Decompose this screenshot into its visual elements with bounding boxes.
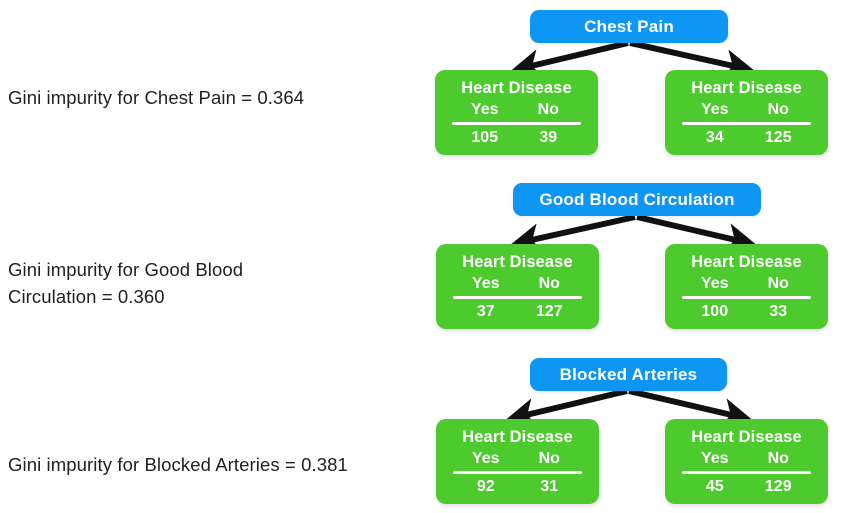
arrow-good-blood-circulation-left: [510, 214, 636, 253]
leaf-title: Heart Disease: [462, 428, 573, 446]
root-node-label: Blocked Arteries: [559, 364, 698, 384]
leaf-title: Heart Disease: [462, 253, 573, 271]
leaf-title: Heart Disease: [691, 253, 802, 271]
leaf-header-yes: Yes: [700, 275, 729, 292]
leaf-header-no: No: [767, 275, 789, 292]
leaf-node-chest-pain-left[interactable]: Heart Disease Yes No 105 39: [435, 70, 598, 155]
root-node-good-blood-circulation[interactable]: Good Blood Circulation: [513, 183, 761, 216]
arrow-chest-pain-right: [629, 40, 755, 79]
leaf-value-yes: 34: [705, 129, 724, 146]
leaf-node-blocked-arteries-right[interactable]: Heart Disease Yes No 45 129: [665, 419, 828, 504]
leaf-value-row: 100 33: [677, 301, 816, 323]
arrow-blocked-arteries-left: [505, 388, 628, 428]
leaf-value-no: 125: [764, 129, 792, 146]
leaf-value-row: 34 125: [677, 127, 816, 149]
leaf-header-yes: Yes: [700, 101, 729, 118]
gini-caption-blocked-arteries: Gini impurity for Blocked Arteries = 0.3…: [8, 454, 348, 475]
leaf-header-no: No: [538, 275, 560, 292]
gini-caption-good-blood-circulation: Gini impurity for Good Blood Circulation…: [8, 259, 244, 307]
root-node-label: Good Blood Circulation: [539, 189, 735, 209]
gini-caption-chest-pain: Gini impurity for Chest Pain = 0.364: [8, 87, 305, 108]
leaf-header-no: No: [767, 101, 789, 118]
leaf-divider: [682, 471, 811, 474]
leaf-header-no: No: [538, 450, 560, 467]
leaf-title: Heart Disease: [461, 79, 572, 97]
leaf-node-good-blood-circulation-left[interactable]: Heart Disease Yes No 37 127: [436, 244, 599, 329]
root-node-blocked-arteries[interactable]: Blocked Arteries: [530, 358, 727, 391]
leaf-header-row: Yes No: [677, 448, 816, 469]
leaf-value-row: 45 129: [677, 476, 816, 498]
leaf-value-yes: 92: [476, 478, 495, 495]
leaf-value-yes: 100: [701, 303, 729, 320]
arrow-good-blood-circulation-right: [636, 214, 757, 253]
leaf-header-yes: Yes: [471, 450, 500, 467]
leaf-divider: [452, 122, 581, 125]
leaf-value-row: 105 39: [447, 127, 586, 149]
leaf-value-no: 39: [539, 129, 558, 146]
leaf-value-yes: 105: [471, 129, 499, 146]
leaf-header-yes: Yes: [700, 450, 729, 467]
leaf-header-yes: Yes: [471, 275, 500, 292]
leaf-header-row: Yes No: [677, 273, 816, 294]
leaf-header-row: Yes No: [677, 99, 816, 120]
leaf-value-no: 33: [769, 303, 788, 320]
arrow-blocked-arteries-right: [628, 388, 753, 428]
leaf-header-row: Yes No: [448, 273, 587, 294]
root-node-label: Chest Pain: [584, 16, 674, 36]
leaf-title: Heart Disease: [691, 428, 802, 446]
leaf-divider: [453, 296, 582, 299]
leaf-header-yes: Yes: [470, 101, 499, 118]
leaf-header-row: Yes No: [448, 448, 587, 469]
leaf-divider: [453, 471, 582, 474]
leaf-header-no: No: [537, 101, 559, 118]
leaf-divider: [682, 296, 811, 299]
leaf-divider: [682, 122, 811, 125]
leaf-value-no: 31: [540, 478, 559, 495]
leaf-value-no: 129: [764, 478, 792, 495]
leaf-header-no: No: [767, 450, 789, 467]
leaf-node-good-blood-circulation-right[interactable]: Heart Disease Yes No 100 33: [665, 244, 828, 329]
leaf-value-yes: 37: [476, 303, 495, 320]
leaf-value-yes: 45: [705, 478, 724, 495]
leaf-node-blocked-arteries-left[interactable]: Heart Disease Yes No 92 31: [436, 419, 599, 504]
leaf-value-row: 37 127: [448, 301, 587, 323]
arrow-chest-pain-left: [510, 40, 629, 79]
leaf-title: Heart Disease: [691, 79, 802, 97]
leaf-value-no: 127: [535, 303, 563, 320]
root-node-chest-pain[interactable]: Chest Pain: [530, 10, 728, 43]
leaf-value-row: 92 31: [448, 476, 587, 498]
leaf-header-row: Yes No: [447, 99, 586, 120]
leaf-node-chest-pain-right[interactable]: Heart Disease Yes No 34 125: [665, 70, 828, 155]
